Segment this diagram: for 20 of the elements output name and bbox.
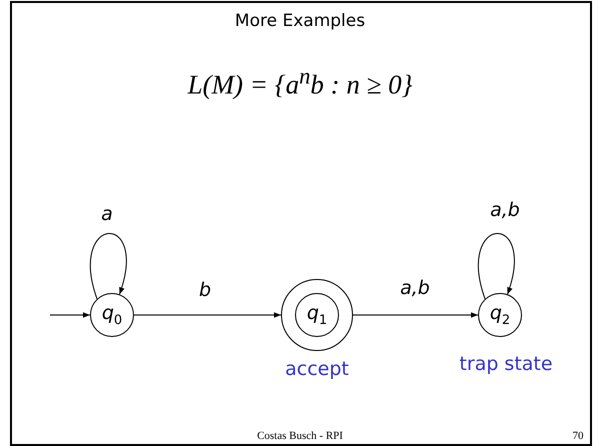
- transition-arrow: [134, 312, 282, 318]
- state-caption: accept: [285, 358, 349, 380]
- slide-title: More Examples: [234, 11, 366, 31]
- state-circle: [90, 293, 134, 337]
- state-label: q$_{1}$: [306, 302, 328, 328]
- edge-label: a: [101, 203, 113, 225]
- start-arrow: [50, 312, 90, 318]
- formula: L(M) = {a$^{n}$b : n ≥ 0}: [188, 64, 412, 100]
- footer-text: Costas Busch - RPI: [257, 430, 343, 442]
- page-number: 70: [572, 430, 584, 442]
- state-caption: trap state: [459, 353, 553, 375]
- edge-label: a,b: [490, 199, 520, 221]
- edge-label: a,b: [400, 277, 430, 299]
- edge-label: b: [198, 279, 212, 301]
- state-label: q$_{0}$: [102, 302, 122, 328]
- state-circle: [478, 293, 522, 337]
- transition-arrow: [352, 312, 478, 318]
- self-loop-arrow: [478, 233, 515, 300]
- self-loop-arrow: [90, 233, 127, 300]
- state-label: q$_{2}$: [490, 302, 510, 328]
